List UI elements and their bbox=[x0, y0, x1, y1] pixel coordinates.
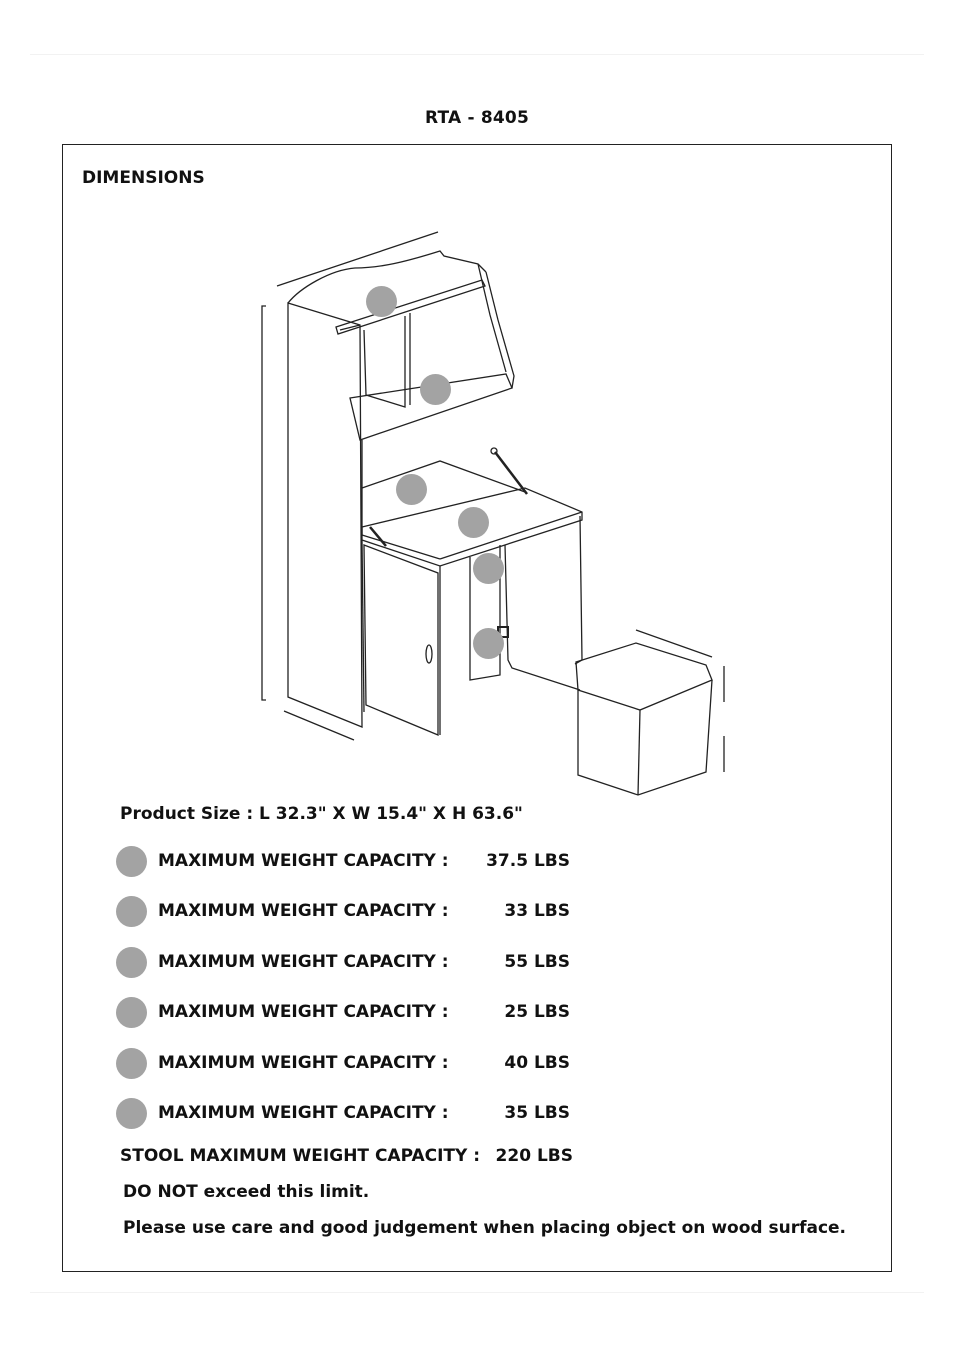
left-door bbox=[363, 544, 439, 736]
marker-dot-cabinet-bottom bbox=[473, 628, 504, 659]
capacity-label: MAXIMUM WEIGHT CAPACITY : bbox=[158, 1002, 449, 1022]
stool-capacity-value: 220 LBS bbox=[495, 1146, 573, 1166]
page-edge-bottom bbox=[30, 1292, 924, 1293]
capacity-label: MAXIMUM WEIGHT CAPACITY : bbox=[158, 1103, 449, 1123]
stool-top bbox=[575, 642, 713, 711]
marker-dot bbox=[116, 896, 147, 927]
marker-dot bbox=[116, 1048, 147, 1079]
height-dimension-line bbox=[261, 305, 266, 701]
capacity-value: 40 LBS bbox=[504, 1053, 570, 1073]
page-edge-top bbox=[30, 54, 924, 55]
marker-dot-top-shelf bbox=[366, 286, 397, 317]
marker-dot-desk-back bbox=[396, 474, 427, 505]
marker-dot bbox=[116, 947, 147, 978]
furniture-drawing bbox=[261, 231, 725, 796]
section-title: DIMENSIONS bbox=[82, 168, 205, 188]
capacity-row: MAXIMUM WEIGHT CAPACITY : 25 LBS bbox=[116, 997, 586, 1029]
capacity-row: MAXIMUM WEIGHT CAPACITY : 55 LBS bbox=[116, 947, 586, 979]
stool-body bbox=[577, 679, 713, 796]
product-size: Product Size : L 32.3" X W 15.4" X H 63.… bbox=[120, 804, 523, 824]
capacity-row: MAXIMUM WEIGHT CAPACITY : 33 LBS bbox=[116, 896, 586, 928]
marker-dot-desk-board bbox=[458, 507, 489, 538]
door-knob bbox=[425, 644, 433, 664]
cabinet-top-edge bbox=[287, 250, 487, 304]
limit-warning: DO NOT exceed this limit. bbox=[123, 1182, 370, 1202]
marker-dot bbox=[116, 846, 147, 877]
right-door bbox=[504, 544, 581, 691]
cabinet-side-panel bbox=[287, 302, 363, 728]
top-shelf bbox=[335, 279, 486, 335]
desk-back-shelf bbox=[361, 460, 526, 493]
width-dimension-line bbox=[276, 231, 439, 287]
capacity-value: 55 LBS bbox=[504, 952, 570, 972]
marker-dot bbox=[116, 1098, 147, 1129]
middle-shelf bbox=[349, 373, 513, 441]
capacity-value: 25 LBS bbox=[504, 1002, 570, 1022]
depth-dimension-line bbox=[283, 710, 355, 741]
cabinet-interior bbox=[469, 545, 501, 681]
capacity-label: MAXIMUM WEIGHT CAPACITY : bbox=[158, 1053, 449, 1073]
stool-capacity-row: STOOL MAXIMUM WEIGHT CAPACITY : 220 LBS bbox=[120, 1146, 580, 1170]
marker-dot-middle-shelf bbox=[420, 374, 451, 405]
desk-stay-left bbox=[369, 526, 387, 547]
capacity-label: MAXIMUM WEIGHT CAPACITY : bbox=[158, 851, 449, 871]
capacity-value: 35 LBS bbox=[504, 1103, 570, 1123]
capacity-value: 33 LBS bbox=[504, 901, 570, 921]
marker-dot bbox=[116, 997, 147, 1028]
stool-capacity-label: STOOL MAXIMUM WEIGHT CAPACITY : bbox=[120, 1146, 481, 1166]
capacity-row: MAXIMUM WEIGHT CAPACITY : 35 LBS bbox=[116, 1098, 586, 1130]
hutch-right-edge bbox=[485, 271, 515, 389]
capacity-label: MAXIMUM WEIGHT CAPACITY : bbox=[158, 952, 449, 972]
capacity-row: MAXIMUM WEIGHT CAPACITY : 37.5 LBS bbox=[116, 846, 586, 878]
desk-stay-right bbox=[494, 451, 528, 495]
capacity-label: MAXIMUM WEIGHT CAPACITY : bbox=[158, 901, 449, 921]
capacity-row: MAXIMUM WEIGHT CAPACITY : 40 LBS bbox=[116, 1048, 586, 1080]
capacity-value: 37.5 LBS bbox=[486, 851, 570, 871]
care-note: Please use care and good judgement when … bbox=[123, 1218, 847, 1238]
model-number: RTA - 8405 bbox=[425, 108, 529, 128]
marker-dot-cabinet-shelf bbox=[473, 553, 504, 584]
stool-width-dimension-line bbox=[635, 629, 713, 658]
dimensions-frame bbox=[62, 144, 892, 1272]
hutch-divider bbox=[363, 316, 406, 408]
